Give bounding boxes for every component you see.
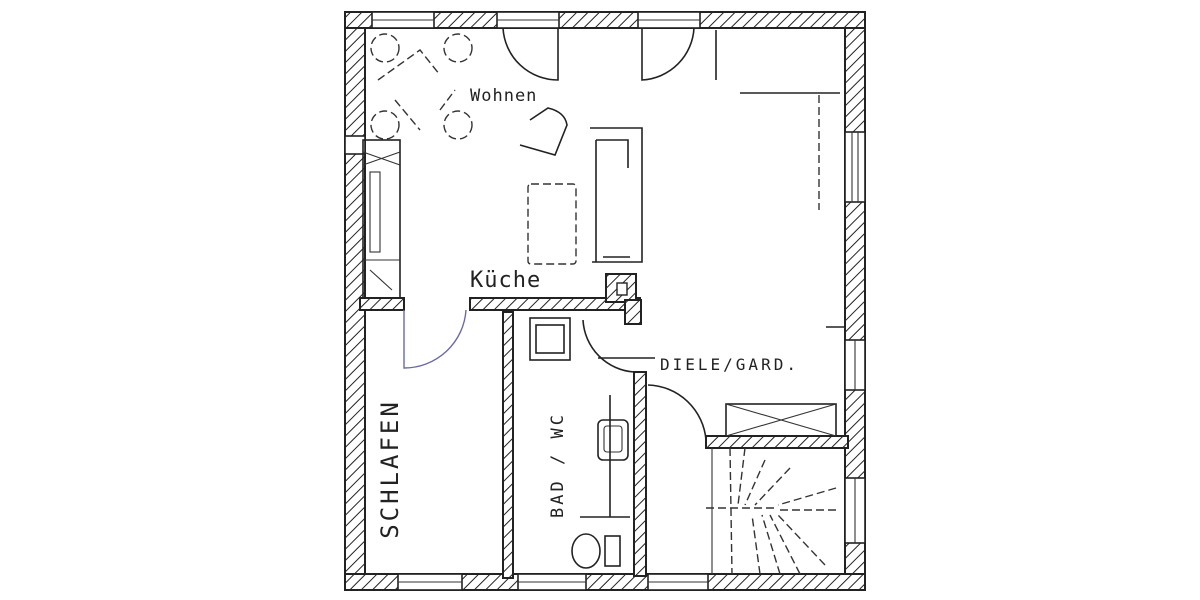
windows-right xyxy=(844,131,866,544)
window-left xyxy=(344,135,366,155)
room-label-schlafen: SCHLAFEN xyxy=(375,399,404,539)
windows-bottom xyxy=(397,573,709,591)
sofa-and-table xyxy=(527,127,643,265)
kitchen-counter xyxy=(362,139,401,299)
dining-set xyxy=(370,33,568,156)
door-swings xyxy=(403,27,707,441)
room-label-kueche: Küche xyxy=(470,268,542,293)
bathroom-fixtures xyxy=(529,317,630,569)
room-label-wohnen: Wohnen xyxy=(470,86,538,106)
windows-top xyxy=(371,11,701,29)
outer-walls xyxy=(344,11,866,591)
room-label-diele: DIELE/GARD. xyxy=(660,355,799,374)
interior-walls xyxy=(359,273,849,579)
room-label-bad: BAD / WC xyxy=(547,412,568,518)
wardrobe-lines xyxy=(715,30,845,328)
staircase xyxy=(706,403,837,575)
